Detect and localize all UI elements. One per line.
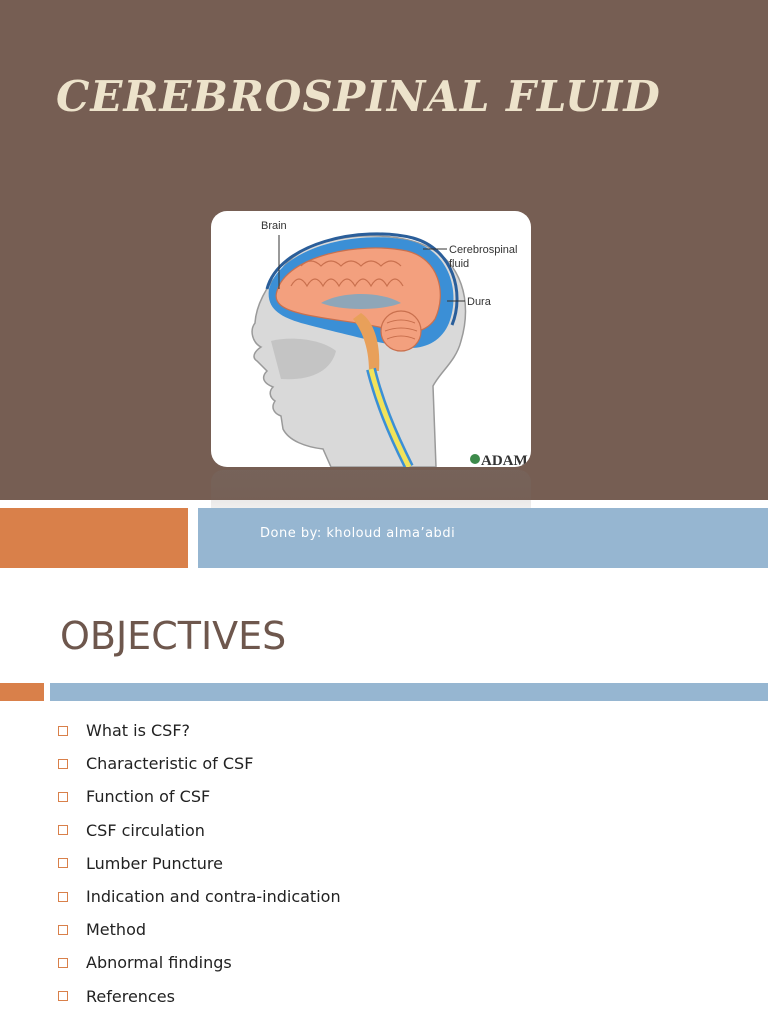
label-dura: Dura (467, 296, 492, 308)
list-item: Characteristic of CSF (58, 747, 341, 780)
accent-band-orange (0, 508, 188, 568)
objective-text: Method (86, 920, 147, 940)
brain-diagram-illustration: Brain Cerebrospinal fluid Dura ADAM (251, 220, 528, 467)
square-bullet-icon (58, 858, 68, 869)
square-bullet-icon (58, 991, 68, 1002)
square-bullet-icon (58, 891, 68, 902)
adam-logo: ADAM (481, 453, 528, 467)
objectives-list: What is CSF? Characteristic of CSF Funct… (58, 714, 341, 1013)
square-bullet-icon (58, 758, 68, 769)
slide-title: CEREBROSPINAL FLUID (56, 72, 661, 121)
label-csf-line1: Cerebrospinal (449, 244, 517, 256)
brain-diagram: Brain Cerebrospinal fluid Dura ADAM (211, 211, 531, 467)
title-slide: CEREBROSPINAL FLUID (0, 0, 768, 568)
list-item: Abnormal findings (58, 946, 341, 979)
square-bullet-icon (58, 725, 68, 736)
list-item: Indication and contra-indication (58, 880, 341, 913)
dura-layer (265, 232, 459, 326)
label-brain: Brain (261, 220, 287, 232)
objectives-band-orange (0, 683, 44, 701)
objective-text: Lumber Puncture (86, 853, 223, 873)
square-bullet-icon (58, 957, 68, 968)
cerebellum (380, 310, 422, 352)
cerebellum-folds (384, 319, 418, 340)
list-item: References (58, 980, 341, 1013)
objective-text: Indication and contra-indication (86, 887, 341, 907)
list-item: Lumber Puncture (58, 847, 341, 880)
list-item: CSF circulation (58, 814, 341, 847)
objective-text: CSF circulation (86, 820, 205, 840)
objective-text: References (86, 986, 175, 1006)
list-item: Function of CSF (58, 780, 341, 813)
list-item: Method (58, 913, 341, 946)
oral-cavity (271, 338, 336, 380)
square-bullet-icon (58, 825, 68, 836)
objective-text: Function of CSF (86, 787, 211, 807)
brain-gyri (290, 278, 404, 288)
label-csf-line2: fluid (449, 258, 469, 270)
spinal-cord (368, 368, 412, 467)
adam-logo-mark (470, 454, 480, 464)
objectives-title: OBJECTIVES (60, 614, 287, 658)
square-bullet-icon (58, 791, 68, 802)
objective-text: Characteristic of CSF (86, 754, 254, 774)
objectives-slide: OBJECTIVES What is CSF? Characteristic o… (0, 572, 768, 1024)
ventricle (321, 294, 401, 309)
list-item: What is CSF? (58, 714, 341, 747)
objectives-band-blue (50, 683, 768, 701)
author-subtitle: Done by: kholoud alma’abdi (260, 526, 456, 541)
square-bullet-icon (58, 924, 68, 935)
objective-text: Abnormal findings (86, 953, 232, 973)
brainstem (353, 313, 380, 371)
brain-gyri-upper (300, 260, 402, 267)
accent-band-blue (198, 508, 768, 568)
objective-text: What is CSF? (86, 721, 191, 741)
